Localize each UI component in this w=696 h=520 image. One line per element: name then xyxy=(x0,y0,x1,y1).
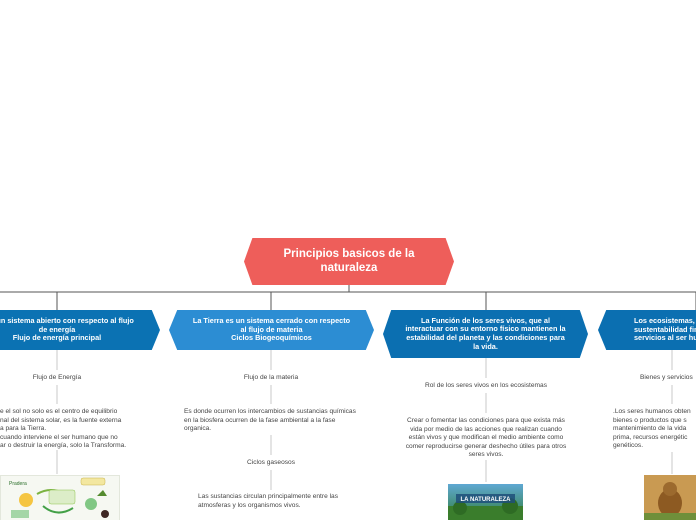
description-ciclos[interactable]: Las sustancias circulan principalmente e… xyxy=(198,493,339,509)
naturaleza-image[interactable]: LA NATURALEZA xyxy=(448,484,523,520)
branch-title: La Tierra es un sistema cerrado con resp… xyxy=(192,315,351,343)
subtopic-flujo-energia[interactable]: Flujo de Energía xyxy=(32,374,82,381)
branch-title: a es un sistema abierto con respecto al … xyxy=(0,315,134,343)
description-materia[interactable]: Es donde ocurren los intercambios de sus… xyxy=(184,408,356,433)
description-energia[interactable]: e el sol no solo es el centro de equilib… xyxy=(0,408,127,450)
subtopic-rol-seres-vivos[interactable]: Rol de los seres vivos en los ecosistema… xyxy=(424,382,548,389)
root-title: Principios basicos de la naturaleza xyxy=(283,247,415,274)
energy-flow-image[interactable]: Pradera xyxy=(0,475,120,520)
root-topic[interactable]: Principios basicos de la naturaleza xyxy=(244,238,454,285)
description-bienes[interactable]: .Los seres humanos obten bienes o produc… xyxy=(613,408,691,450)
nature-icon: LA NATURALEZA xyxy=(448,494,523,520)
branch-topic-energy[interactable]: a es un sistema abierto con respecto al … xyxy=(0,310,160,350)
description-rol[interactable]: Crear o fomentar las condiciones para qu… xyxy=(405,417,567,459)
energy-diagram-icon: Pradera xyxy=(9,477,109,518)
branch-title: Los ecosistemas, con sustentabilidad fin… xyxy=(634,315,696,343)
pradera-label: Pradera xyxy=(9,481,27,487)
naturaleza-label: LA NATURALEZA xyxy=(461,497,512,503)
branch-topic-ecosystems[interactable]: Los ecosistemas, con sustentabilidad fin… xyxy=(598,310,696,350)
monkey-icon xyxy=(644,475,696,520)
subtopic-ciclos-gaseosos[interactable]: Ciclos gaseosos xyxy=(246,459,295,466)
wildlife-image[interactable] xyxy=(644,475,696,520)
branch-topic-living-beings[interactable]: La Función de los seres vivos, que al in… xyxy=(383,310,588,358)
branch-topic-matter[interactable]: La Tierra es un sistema cerrado con resp… xyxy=(169,310,374,350)
subtopic-bienes-servicios[interactable]: Bienes y servicios xyxy=(640,374,693,381)
branch-title: La Función de los seres vivos, que al in… xyxy=(405,315,566,351)
subtopic-flujo-materia[interactable]: Flujo de la materia xyxy=(243,374,299,381)
